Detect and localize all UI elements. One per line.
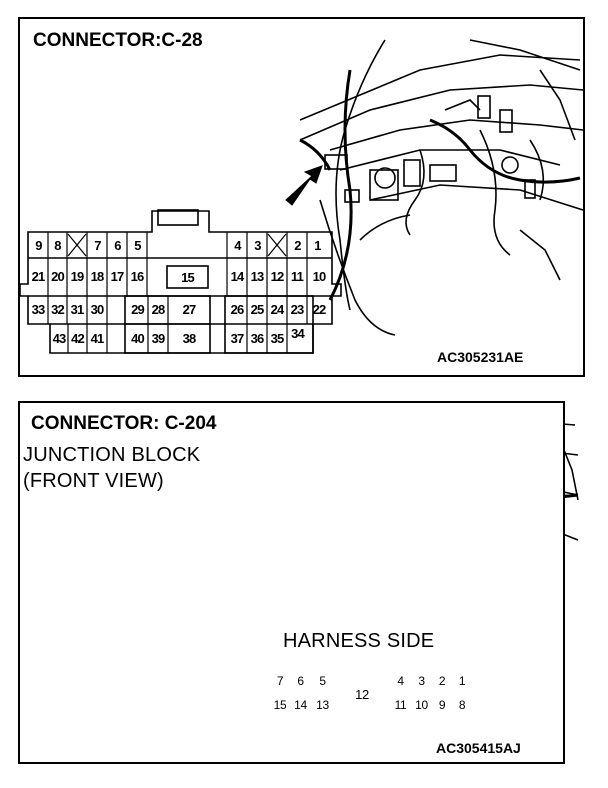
c204-pin: 14 [294,698,307,712]
c204-pin: 2 [438,674,446,688]
c204-pin: 15 [273,698,287,712]
c28-pin-dividers [47,232,308,353]
c204-pin: 3 [418,674,425,688]
c28-pin: 24 [270,302,285,317]
c28-pin: 1 [314,238,321,253]
harness-side-label: HARNESS SIDE [283,630,435,652]
c28-pin: 8 [54,238,61,253]
c28-pin: 36 [250,331,265,346]
connector-c28-panel [18,17,585,377]
c28-pin: 22 [312,302,327,317]
c28-pin: 43 [52,331,67,346]
c28-pin: 34 [291,326,305,341]
c204-pin: 11 [394,698,407,712]
c28-pin: 4 [234,238,241,253]
connector-c204-title: CONNECTOR: C-204 [31,413,217,434]
c204-pin: 13 [316,698,329,712]
c28-pin: 2 [294,238,301,253]
front-view-label: (FRONT VIEW) [23,470,164,492]
c28-pin: 28 [151,302,166,317]
c28-pin: 9 [35,238,42,253]
c28-pin: 31 [70,302,85,317]
c28-wire-bundle [299,69,581,301]
c28-pin: 6 [114,238,121,253]
c28-pin: 42 [71,331,85,346]
c28-pin: 39 [151,331,166,346]
c204-pin: 7 [276,674,284,688]
c28-pin: 38 [182,331,197,346]
c28-pin: 35 [270,331,285,346]
c28-pin: 29 [131,302,145,317]
c204-pin: 10 [415,698,428,712]
c28-pointer-arrow [285,165,323,206]
c28-pin: 33 [31,302,46,317]
c28-pin: 3 [254,238,261,253]
c28-pin: 16 [130,269,145,284]
c28-pin: 40 [131,331,145,346]
c28-pin: 19 [70,269,85,284]
c28-pin: 17 [110,269,125,284]
c28-connector-outline [19,209,342,354]
connector-c28-title: CONNECTOR:C-28 [33,30,203,51]
c204-pin: 8 [458,698,466,712]
c28-pin: 18 [90,269,105,284]
c28-pin: 26 [230,302,245,317]
c204-pin: 4 [397,674,404,688]
c28-pin: 13 [250,269,265,284]
junction-block-label: JUNCTION BLOCK [23,444,201,466]
c204-pin: 5 [319,674,326,688]
c204-pin: 6 [297,674,304,688]
c28-pin: 10 [312,269,327,284]
c28-pin: 27 [182,302,197,317]
c204-pin: 9 [438,698,446,712]
c204-pin: 1 [458,674,466,688]
c28-pin: 7 [94,238,101,253]
c28-pin: 25 [250,302,265,317]
c28-pin: 15 [181,270,195,285]
c28-pin: 23 [290,302,305,317]
c28-pin: 21 [31,269,46,284]
c204-figure-code: AC305415AJ [436,740,521,756]
c28-pin: 32 [51,302,65,317]
c28-pin: 14 [230,269,245,284]
c28-pin: 37 [230,331,245,346]
c204-pin: 12 [355,687,369,702]
c28-pin: 41 [90,331,105,346]
c28-dashboard-illustration [299,39,584,336]
c28-pin: 30 [90,302,105,317]
c28-pin: 12 [270,269,285,284]
c28-figure-code: AC305231AE [437,349,524,365]
c28-pin: 11 [290,269,304,284]
c28-pin: 5 [134,238,141,253]
connector-c204-panel [18,401,565,764]
c28-pin: 20 [51,269,65,284]
